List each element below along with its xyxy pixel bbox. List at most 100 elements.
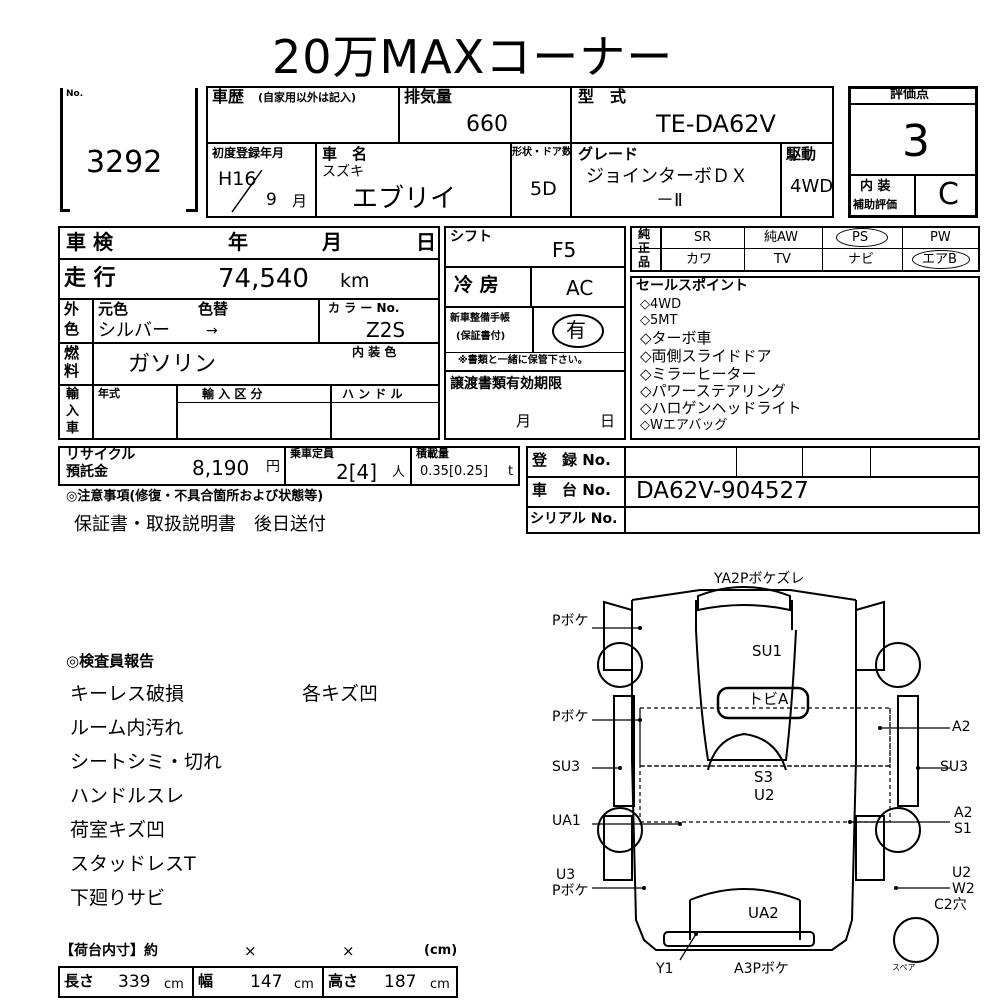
mileage-label: 走 行 xyxy=(64,266,116,291)
left-vline-2 xyxy=(318,298,320,342)
color-orig-label: 元色 xyxy=(98,300,129,318)
sales-item: ◇ミラーヒーター xyxy=(640,365,757,383)
cargo-vline-1 xyxy=(192,966,194,998)
reg-sub-vline-2 xyxy=(802,446,803,476)
header-vline-5 xyxy=(780,142,782,218)
shift-value: F5 xyxy=(552,238,577,262)
manual-label-1: 新車整備手帳 xyxy=(450,313,510,324)
import-year-label: 年式 xyxy=(98,387,120,400)
car-name-value: エブリイ xyxy=(352,184,457,214)
lot-bracket-right-foot xyxy=(186,209,196,212)
notes-value: 保証書・取扱説明書 後日送付 xyxy=(74,514,326,535)
dmg-r-c2: C2穴 xyxy=(934,897,967,913)
cargo-length-unit: cm xyxy=(164,977,184,992)
mid-hline-4 xyxy=(444,352,626,353)
inspector-side-note: 各キズ凹 xyxy=(302,683,379,705)
equip-ps: PS xyxy=(852,230,869,245)
dmg-top: YA2Pボケズレ xyxy=(714,571,805,587)
import-label-3: 車 xyxy=(66,421,80,436)
grade-line2: －Ⅱ xyxy=(656,190,683,211)
reg-label: 登 録 No. xyxy=(532,451,611,469)
doors-value: 5D xyxy=(530,178,557,200)
car-maker: スズキ xyxy=(322,164,364,180)
chassis-label: 車 台 No. xyxy=(532,481,611,499)
inspection-day: 日 xyxy=(416,230,436,254)
equip-vline-2 xyxy=(822,226,823,272)
grade-label: グレード xyxy=(578,145,639,163)
lot-number: 3292 xyxy=(86,145,163,180)
sales-label: セールスポイント xyxy=(636,278,748,294)
dmg-l-pboke2: Pボケ xyxy=(552,883,589,899)
import-label-2: 入 xyxy=(66,404,80,419)
inspector-item: ハンドルスレ xyxy=(70,785,185,807)
header-vline-4 xyxy=(510,142,512,218)
registration-box xyxy=(526,446,980,534)
inspector-item: ルーム内汚れ xyxy=(70,717,184,739)
equip-label-3: 品 xyxy=(638,255,651,269)
import-class-label: 輸 入 区 分 xyxy=(202,387,263,401)
header-hline xyxy=(206,142,834,144)
history-label: 車歴 xyxy=(212,87,245,106)
dmg-r-u2: U2 xyxy=(952,865,972,881)
interior-sub: 補助評価 xyxy=(853,198,897,211)
dmg-spare: スペア xyxy=(892,963,916,972)
equip-airbag: エアB xyxy=(922,252,957,267)
dmg-r-a2: A2 xyxy=(952,719,971,735)
mid-vline-1 xyxy=(530,266,532,306)
sales-item: ◇ターボ車 xyxy=(640,329,712,347)
chassis-value: DA62V-904527 xyxy=(636,478,809,504)
left-vline-1 xyxy=(92,298,94,440)
equip-label-2: 正 xyxy=(638,241,651,255)
notes-label: ◎注意事項(修復・不具合箇所および状態等) xyxy=(66,489,324,504)
recycle-vline-2 xyxy=(410,446,412,486)
drive-value: 4WD xyxy=(790,176,834,197)
inspection-year: 年 xyxy=(228,230,248,254)
inspector-item: スタッドレスT xyxy=(70,853,196,875)
load-value: 0.35[0.25] xyxy=(420,464,489,479)
first-reg-label: 初度登録年月 xyxy=(212,146,285,160)
dmg-ua2: UA2 xyxy=(748,904,779,922)
dmg-fl-pboke: Pボケ xyxy=(552,613,589,629)
left-hline-1 xyxy=(58,258,440,260)
import-label-1: 輸 xyxy=(66,387,80,402)
dmg-l-u3: U3 xyxy=(556,867,576,883)
displacement-value: 660 xyxy=(466,112,508,137)
dmg-r-w2: W2 xyxy=(952,881,975,897)
cargo-vline-2 xyxy=(322,966,324,998)
interior-label: 内 装 xyxy=(860,179,891,194)
equip-airbag-circle xyxy=(912,250,970,269)
left-hline-2 xyxy=(58,298,440,300)
left-vline-3 xyxy=(176,384,178,440)
sales-item: ◇5MT xyxy=(640,313,678,328)
dmg-s3: S3 xyxy=(754,768,774,786)
inspector-label: ◎検査員報告 xyxy=(66,652,155,670)
reg-hline-1 xyxy=(526,476,980,478)
lot-bracket-right xyxy=(195,88,198,212)
color-change-label: 色替 xyxy=(198,300,229,318)
equip-leather: カワ xyxy=(686,252,713,267)
inspection-label: 車 検 xyxy=(66,230,113,254)
sales-item: ◇Wエアバッグ xyxy=(640,418,728,433)
capacity-value: 2[4] xyxy=(336,460,378,484)
equip-navi: ナビ xyxy=(848,252,875,267)
color-orig: シルバー xyxy=(98,320,170,341)
dmg-u2: U2 xyxy=(754,786,775,804)
interior-value: C xyxy=(938,177,959,212)
dmg-r-su3: SU3 xyxy=(940,759,969,775)
equip-aw: 純AW xyxy=(764,230,799,245)
transfer-day: 日 xyxy=(600,412,616,430)
transfer-label: 譲渡書類有効期限 xyxy=(450,376,562,392)
displacement-label: 排気量 xyxy=(404,87,453,106)
recycle-vline-1 xyxy=(284,446,286,486)
lot-label: No. xyxy=(66,89,84,99)
aircon-label: 冷 房 xyxy=(454,274,499,296)
first-reg-year: H16 xyxy=(218,168,257,190)
shift-label: シフト xyxy=(450,229,492,245)
sales-item: ◇パワーステアリング xyxy=(640,382,786,400)
mid-hline-1 xyxy=(444,266,626,268)
inspector-item: シートシミ・切れ xyxy=(70,751,223,773)
recycle-label-2: 預託金 xyxy=(66,464,108,480)
cargo-height-unit: cm xyxy=(430,977,450,992)
score-label: 評価点 xyxy=(890,87,930,102)
fuel-label-1: 燃 xyxy=(64,344,80,362)
